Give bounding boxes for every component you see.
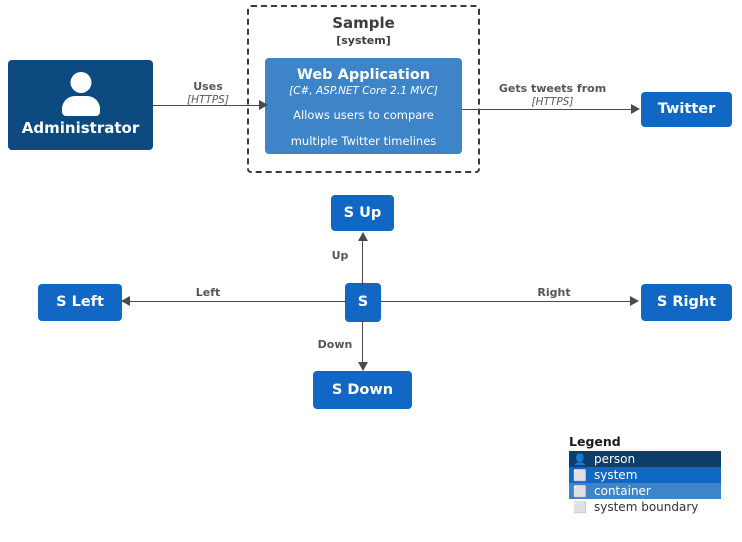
edge-up-arrowhead — [358, 232, 368, 241]
edge-gets-tweets-from-arrowhead — [631, 104, 640, 114]
node-web-application-tech: [C#, ASP.NET Core 2.1 MVC] — [289, 84, 438, 97]
node-s-up[interactable]: S Up — [331, 195, 394, 231]
edge-uses-label: Uses [HTTPS] — [187, 80, 229, 106]
legend-item-system-boundary-label: system boundary — [594, 500, 699, 514]
legend-item-system-label: system — [594, 468, 638, 482]
node-s-left-label: S Left — [56, 294, 104, 311]
legend-item-container-label: container — [594, 484, 651, 498]
node-s-down[interactable]: S Down — [313, 371, 412, 409]
node-s-right-label: S Right — [656, 294, 717, 311]
dashed-square-icon: ⬜ — [573, 500, 587, 514]
node-s-down-label: S Down — [331, 381, 394, 398]
legend-title: Legend — [569, 434, 621, 449]
edge-uses-arrowhead — [259, 100, 268, 110]
edge-right-arrowhead — [630, 296, 639, 306]
legend-item-person: 👤 person — [569, 451, 721, 467]
node-web-application[interactable]: Web Application [C#, ASP.NET Core 2.1 MV… — [265, 58, 462, 154]
edge-left-line — [130, 301, 346, 302]
node-web-application-desc-line1: Allows users to compare — [293, 108, 434, 123]
person-icon: 👤 — [573, 452, 587, 466]
legend-item-container: ⬜ container — [569, 483, 721, 499]
legend-item-person-label: person — [594, 452, 636, 466]
node-web-application-desc-line2: multiple Twitter timelines — [290, 133, 437, 148]
boundary-subtitle: [system] — [336, 34, 391, 47]
node-web-application-title: Web Application — [296, 67, 431, 83]
node-s-right[interactable]: S Right — [641, 284, 732, 321]
edge-right-label: Right — [537, 286, 571, 299]
edge-right-line — [381, 301, 631, 302]
node-twitter-label: Twitter — [657, 101, 716, 118]
node-administrator[interactable]: Administrator — [8, 60, 153, 150]
edge-up-line — [362, 240, 363, 286]
node-s-up-label: S Up — [343, 204, 382, 221]
edge-gets-tweets-from-line — [462, 109, 634, 110]
legend: Legend 👤 person ⬜ system ⬜ container ⬜ s… — [569, 434, 721, 515]
edge-left-label: Left — [195, 286, 221, 299]
square-icon: ⬜ — [573, 484, 587, 498]
legend-item-system: ⬜ system — [569, 467, 721, 483]
square-icon: ⬜ — [573, 468, 587, 482]
node-s-left[interactable]: S Left — [38, 284, 122, 321]
legend-item-system-boundary: ⬜ system boundary — [569, 499, 721, 515]
node-administrator-label: Administrator — [21, 119, 140, 137]
edge-left-arrowhead — [121, 296, 130, 306]
edge-down-line — [362, 320, 363, 364]
edge-gets-tweets-from-label: Gets tweets from [HTTPS] — [498, 82, 607, 108]
edge-uses-line — [153, 105, 261, 106]
boundary-title: Sample — [332, 14, 395, 32]
person-icon — [58, 72, 104, 116]
system-boundary-sample: Sample [system] — [247, 5, 480, 173]
node-twitter[interactable]: Twitter — [641, 92, 732, 127]
edge-down-arrowhead — [358, 362, 368, 371]
edge-down-label: Down — [317, 338, 353, 351]
node-s[interactable]: S — [345, 283, 381, 322]
edge-up-label: Up — [331, 249, 349, 262]
node-s-label: S — [357, 294, 369, 311]
